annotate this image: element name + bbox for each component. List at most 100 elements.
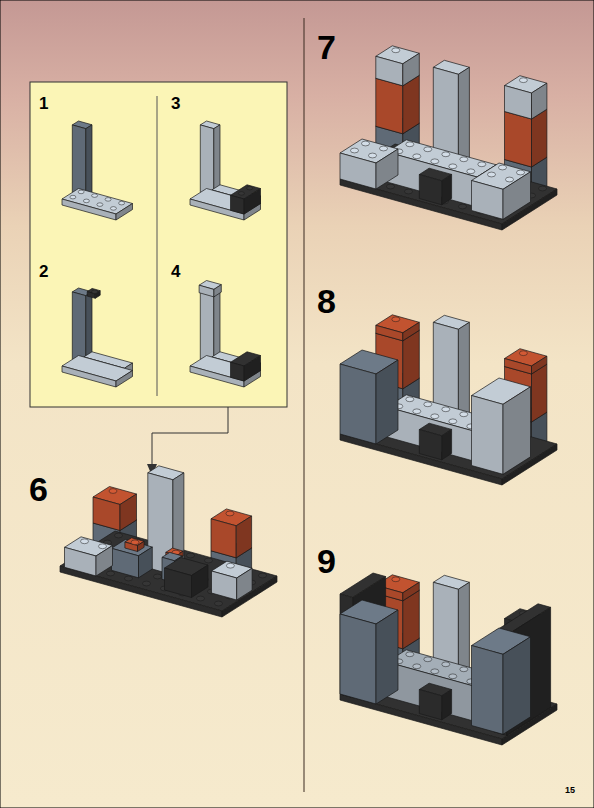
brick-stud bbox=[392, 48, 400, 53]
brick-stud bbox=[362, 141, 370, 146]
brick-face bbox=[237, 568, 252, 600]
brick-stud bbox=[431, 669, 439, 674]
brick-face bbox=[116, 204, 133, 221]
step-number: 8 bbox=[317, 284, 336, 318]
brick-stud bbox=[215, 601, 223, 606]
substep-number: 4 bbox=[171, 263, 180, 280]
brick-face bbox=[376, 78, 403, 134]
brick-face bbox=[505, 112, 532, 168]
brick-face bbox=[192, 565, 209, 598]
brick-stud bbox=[351, 148, 359, 153]
brick-stud bbox=[99, 544, 107, 549]
brick-stud bbox=[143, 581, 151, 586]
brick-stud bbox=[539, 186, 547, 191]
brick-face bbox=[231, 362, 245, 381]
brick-face bbox=[211, 519, 236, 558]
brick-face bbox=[387, 662, 477, 722]
brick-models bbox=[60, 46, 557, 745]
brick-face bbox=[112, 548, 139, 578]
brick-face bbox=[442, 690, 452, 720]
brick-face bbox=[116, 371, 133, 388]
brick-face bbox=[231, 195, 245, 214]
brick-stud bbox=[488, 172, 496, 177]
brick-stud bbox=[78, 190, 84, 194]
brick-stud bbox=[506, 177, 514, 182]
brick-stud bbox=[110, 207, 116, 211]
brick-stud bbox=[449, 674, 457, 679]
brick-stud bbox=[83, 199, 89, 203]
brick-stud bbox=[115, 533, 123, 538]
brick-face bbox=[199, 285, 214, 297]
brick-stud bbox=[226, 511, 234, 516]
brick-stud bbox=[413, 664, 421, 669]
brick-stud bbox=[460, 157, 468, 162]
brick-face bbox=[62, 366, 116, 387]
brick-face bbox=[503, 387, 531, 475]
brick-face bbox=[200, 125, 214, 196]
brick-stud bbox=[197, 596, 205, 601]
brick-stud bbox=[369, 153, 377, 158]
brick-stud bbox=[406, 142, 414, 147]
brick-stud bbox=[380, 146, 388, 151]
brick-stud bbox=[105, 198, 111, 202]
brick-face bbox=[532, 83, 547, 119]
brick-stud bbox=[92, 290, 98, 294]
brick-stud bbox=[478, 162, 486, 167]
brick-face bbox=[532, 356, 547, 374]
brick-face bbox=[376, 56, 403, 86]
brick-face bbox=[403, 53, 420, 86]
brick-face bbox=[212, 571, 237, 600]
brick-stud bbox=[119, 201, 125, 205]
brick-stud bbox=[70, 195, 76, 199]
brick-face bbox=[472, 646, 504, 735]
brick-stud bbox=[459, 204, 467, 209]
brick-face bbox=[93, 497, 120, 531]
brick-stud bbox=[226, 563, 234, 568]
brick-stud bbox=[431, 159, 439, 164]
substep-number: 1 bbox=[39, 95, 48, 112]
brick-stud bbox=[424, 147, 432, 152]
step-number: 6 bbox=[29, 472, 48, 506]
brick-stud bbox=[467, 169, 475, 174]
brick-stud bbox=[442, 662, 450, 667]
brick-face bbox=[340, 364, 376, 444]
brick-face bbox=[86, 125, 92, 196]
brick-face bbox=[62, 199, 116, 220]
brick-stud bbox=[517, 170, 525, 175]
step-number: 9 bbox=[317, 544, 336, 578]
brick-stud bbox=[97, 203, 103, 207]
brick-stud bbox=[442, 152, 450, 157]
panel-divider bbox=[157, 96, 158, 396]
column-divider bbox=[304, 18, 305, 792]
brick-stud bbox=[499, 165, 507, 170]
brick-face bbox=[442, 174, 452, 204]
brick-face bbox=[72, 292, 86, 363]
brick-stud bbox=[424, 657, 432, 662]
brick-face bbox=[340, 153, 376, 189]
brick-stud bbox=[259, 573, 267, 578]
brick-stud bbox=[424, 402, 432, 407]
page-number: 15 bbox=[565, 786, 575, 795]
brick-face bbox=[387, 152, 477, 207]
brick-face bbox=[376, 325, 403, 341]
brick-stud bbox=[413, 409, 421, 414]
step-number: 7 bbox=[317, 30, 336, 64]
brick-stud bbox=[107, 571, 115, 576]
brick-stud bbox=[405, 189, 413, 194]
brick-face bbox=[472, 396, 504, 475]
brick-face bbox=[503, 172, 531, 220]
brick-face bbox=[503, 637, 531, 735]
brick-face bbox=[403, 322, 420, 341]
brick-stud bbox=[392, 317, 400, 322]
brick-stud bbox=[392, 577, 400, 582]
brick-stud bbox=[519, 78, 527, 83]
brick-stud bbox=[109, 489, 117, 494]
brick-stud bbox=[406, 652, 414, 657]
brick-stud bbox=[125, 576, 133, 581]
brick-stud bbox=[413, 154, 421, 159]
brick-face bbox=[419, 690, 442, 720]
brick-stud bbox=[449, 419, 457, 424]
substep-number: 2 bbox=[39, 263, 48, 280]
brick-face bbox=[120, 494, 137, 531]
